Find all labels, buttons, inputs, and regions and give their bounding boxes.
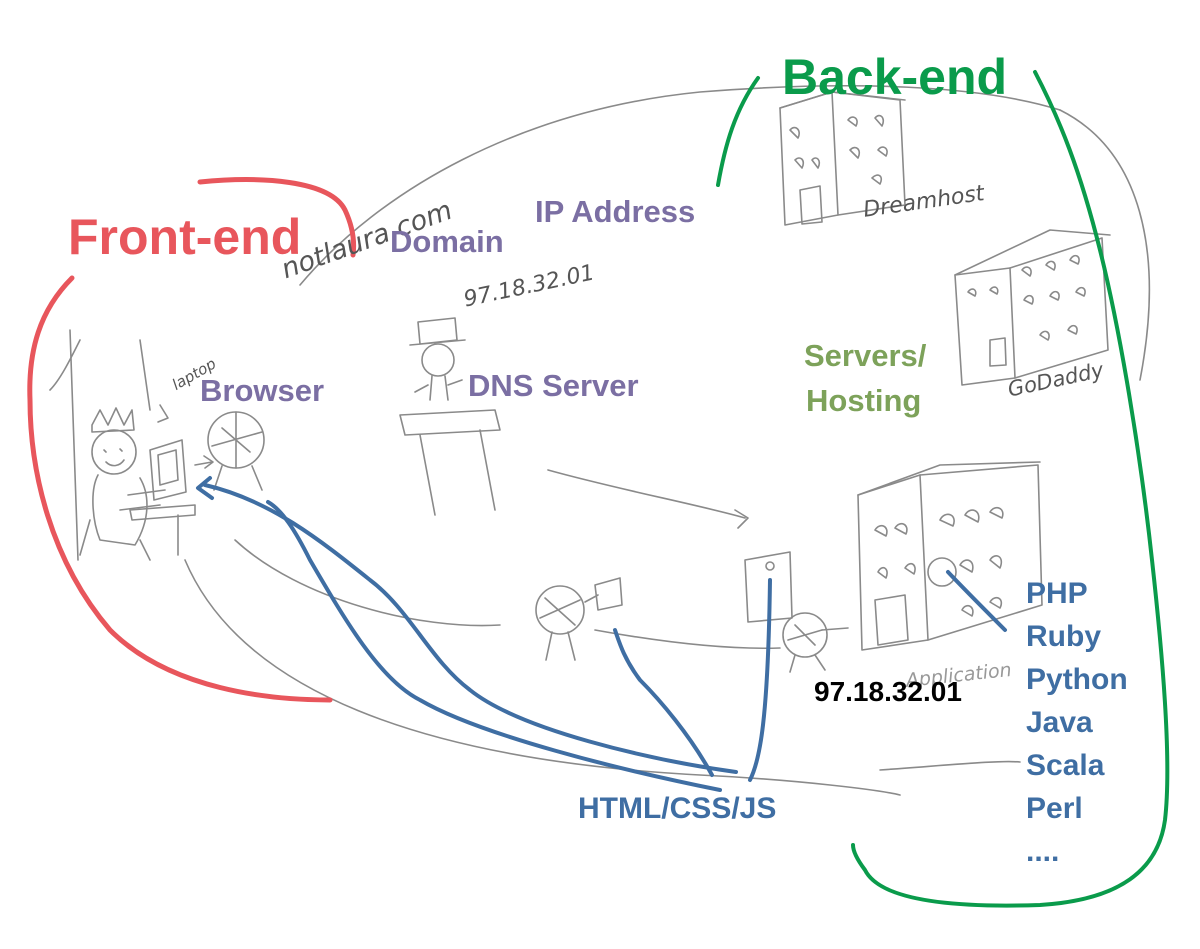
html-css-js-label: HTML/CSS/JS [578,792,777,825]
dns-server-figure [399,317,501,516]
browser-label: Browser [200,373,325,408]
language-item: PHP [1026,577,1088,610]
hosting-label: Hosting [806,383,922,418]
server-packet-figure [744,551,849,673]
frontend-bracket [27,177,357,703]
language-item: Ruby [1026,620,1101,653]
language-list: PHP Ruby Python Java Scala Perl .... [1026,572,1128,873]
language-item: .... [1026,835,1060,868]
server-ip-label: 97.18.32.01 [814,676,962,707]
backend-bracket [716,70,1170,908]
language-item: Perl [1026,792,1083,825]
response-packet-figure [535,577,623,661]
language-item: Python [1026,663,1128,696]
servers-label: Servers/ [804,338,927,373]
orbit-bottom-arc [184,559,901,796]
user-figure [49,329,179,561]
frontend-heading: Front-end [68,209,302,265]
application-building [857,461,1043,651]
ip-address-label: IP Address [535,194,696,229]
language-item: Scala [1026,749,1105,782]
dns-to-server-arrow [547,469,749,529]
backend-heading: Back-end [782,49,1008,105]
orbit-right-arc [1059,109,1151,381]
orbit-top-arc [299,84,1061,286]
orbit-lower-line [879,760,1021,771]
domain-label: Domain [390,224,504,259]
laptop-figure [129,404,196,521]
dns-server-label: DNS Server [468,368,639,403]
browser-figure [194,411,265,491]
language-item: Java [1026,706,1093,739]
orbit-inner-arc [234,539,501,627]
godaddy-building [954,229,1111,386]
packet-return-path [594,629,781,650]
dreamhost-building [779,91,906,226]
flow-lines [196,476,1007,792]
